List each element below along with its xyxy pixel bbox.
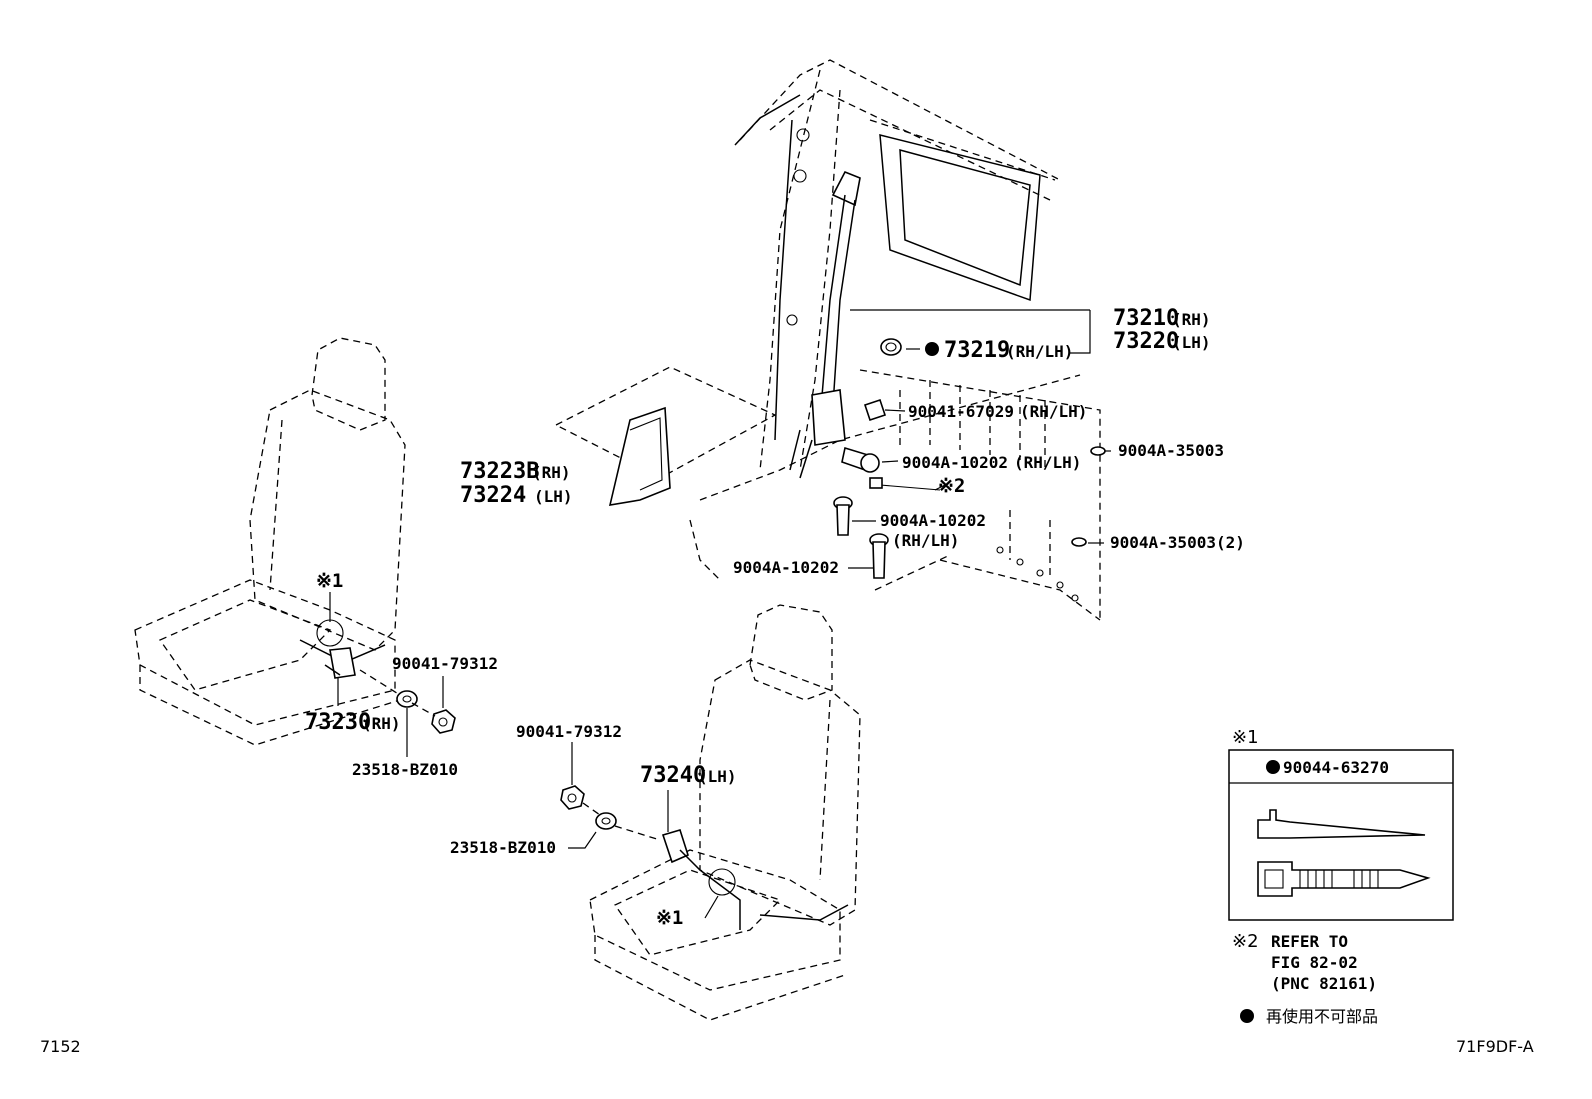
cable-tie-side-icon: [1257, 809, 1426, 839]
footer-right-code: 71F9DF-A: [1456, 1037, 1534, 1056]
label-73223b-side: (RH): [532, 463, 571, 482]
label-9004a-10202-upper-side: (RH/LH): [1014, 453, 1081, 472]
label-73220-side: (LH): [1172, 333, 1211, 352]
label-73210-side: (RH): [1172, 310, 1211, 329]
label-73210: 73210: [1113, 306, 1179, 331]
label-9004a-10202-middle: 9004A-10202: [880, 511, 986, 530]
buckle-73230-rh: [299, 619, 386, 679]
label-73230-side: (RH): [362, 714, 401, 733]
label-9004a-35003: 9004A-35003: [1118, 441, 1224, 460]
bolt-9004a-10202-lower: [869, 533, 889, 579]
label-23518-bz010-lh: 23518-BZ010: [450, 838, 556, 857]
label-73224: 73224: [460, 483, 526, 508]
label-23518-bz010-rh: 23518-BZ010: [352, 760, 458, 779]
non-reusable-mark-73219: [925, 342, 939, 356]
note2-line2: FIG 82-02: [1271, 953, 1358, 972]
inset-part-no: 90044-63270: [1283, 758, 1389, 777]
label-9004a-10202-upper: 9004A-10202: [902, 453, 1008, 472]
label-ref2-body: ※2: [938, 475, 965, 497]
label-73219-side: (RH/LH): [1006, 342, 1073, 361]
bolt-9004a-10202-upper: [841, 446, 941, 491]
label-73223b: 73223B: [460, 459, 539, 484]
inset-title: ※1: [1232, 727, 1259, 748]
label-90041-79312-rh: 90041-79312: [392, 654, 498, 673]
label-73240: 73240: [640, 763, 706, 788]
non-reusable-mark-legend: [1240, 1009, 1254, 1023]
clip-9004a-35003-lower: [1071, 537, 1087, 547]
label-9004a-10202-middle-side: (RH/LH): [892, 531, 959, 550]
note2-mark: ※2: [1232, 931, 1259, 952]
bolt-9004a-10202-middle: [833, 496, 853, 536]
label-90041-79312-lh: 90041-79312: [516, 722, 622, 741]
body-pillar-illustration: [689, 59, 1101, 621]
label-ref1-lh-seat: ※1: [656, 907, 683, 929]
leaders-lh-seat: [568, 742, 719, 919]
nut-90041-79312-lh: [560, 785, 585, 810]
label-73240-side: (LH): [698, 767, 737, 786]
grommet-73219: [880, 338, 902, 356]
pillar-cover: [554, 366, 777, 506]
lh-seat-illustration: [589, 604, 861, 1021]
rh-seat-illustration: [134, 337, 406, 746]
bolt-90041-67029: [863, 398, 887, 422]
outer-belt-assembly: [789, 170, 861, 479]
washer-23518-bz010-lh: [595, 812, 617, 830]
footer-left-code: 7152: [40, 1037, 81, 1056]
label-73230: 73230: [305, 710, 371, 735]
nut-90041-79312-rh: [431, 709, 456, 734]
leaders-rh-seat: [329, 592, 444, 757]
label-9004a-35003-qty: 9004A-35003(2): [1110, 533, 1245, 552]
note2-line3: (PNC 82161): [1271, 974, 1377, 993]
note2-line1: REFER TO: [1271, 932, 1348, 951]
label-90041-67029: 90041-67029: [908, 402, 1014, 421]
label-90041-67029-side: (RH/LH): [1020, 402, 1087, 421]
reference-note: ※2 REFER TO FIG 82-02 (PNC 82161): [1232, 931, 1377, 993]
label-73219: 73219: [944, 338, 1010, 363]
label-9004a-10202-lower: 9004A-10202: [733, 558, 839, 577]
legend-non-reusable: 再使用不可部品: [1240, 1007, 1378, 1026]
buckle-73240-lh: [661, 829, 849, 930]
part-labels: 73210 (RH) 73220 (LH) 73219 (RH/LH) 9004…: [305, 306, 1245, 929]
inset-cable-tie: ※1 90044-63270: [1228, 727, 1454, 921]
label-73224-side: (LH): [534, 487, 573, 506]
label-73220: 73220: [1113, 329, 1179, 354]
leaders-body: [848, 309, 1111, 569]
non-reusable-mark-inset: [1266, 760, 1280, 774]
label-ref1-rh-seat: ※1: [316, 570, 343, 592]
clip-9004a-35003-upper: [1090, 446, 1106, 456]
legend-text: 再使用不可部品: [1266, 1007, 1378, 1026]
